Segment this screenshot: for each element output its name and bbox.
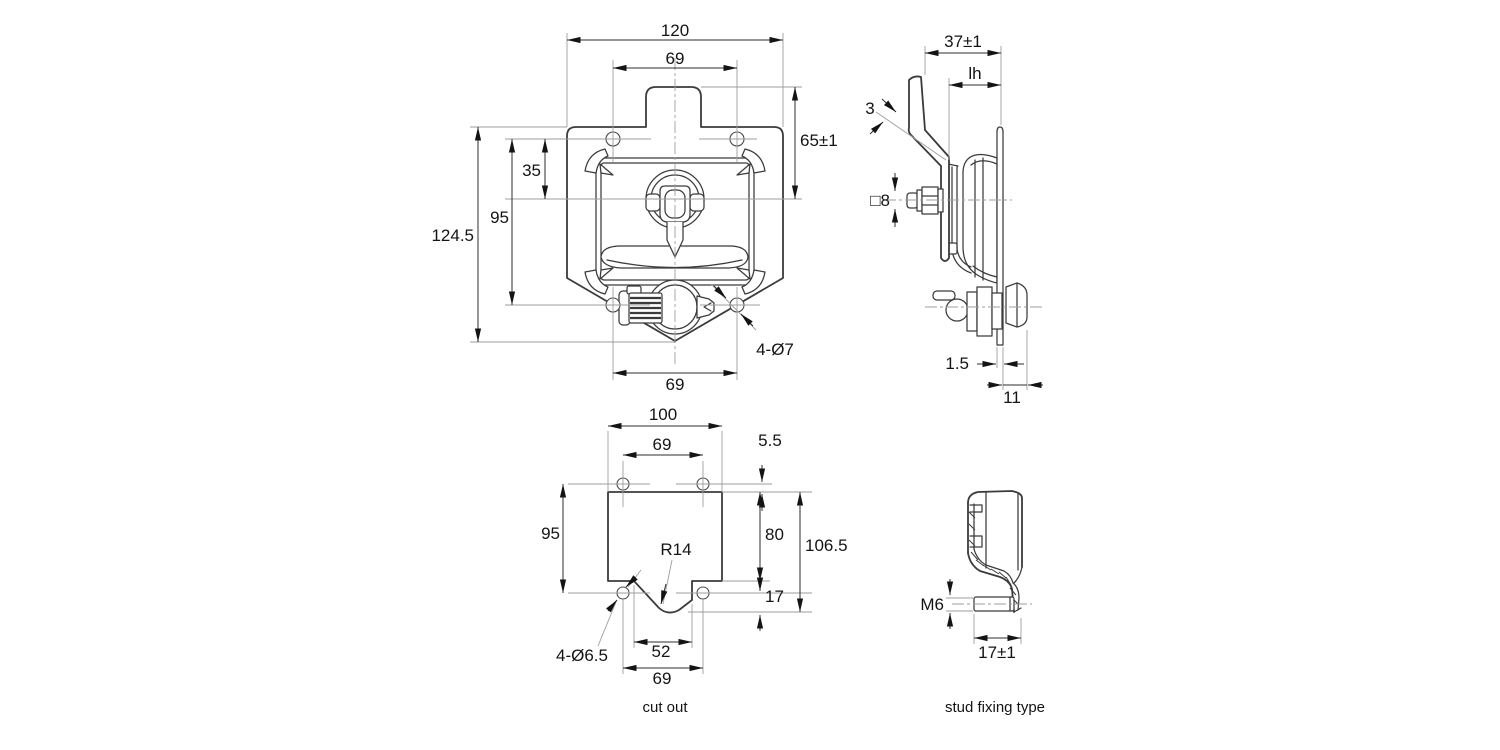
dim-cutout-edge-offset: 5.5 xyxy=(758,431,782,450)
dim-front-hole-rows: 95 xyxy=(490,208,509,227)
handle-pivot-wing-left xyxy=(645,193,661,212)
cam-assembly xyxy=(932,282,1028,337)
handle-pivot-wing-right xyxy=(689,193,705,212)
front-view: 120 69 65±1 35 95 124.5 69 4-Ø7 xyxy=(431,21,837,394)
dim-side-plate-thickness: 1.5 xyxy=(945,354,969,373)
dim-side-paddle-thickness: 3 xyxy=(865,99,874,118)
stud-caption: stud fixing type xyxy=(945,699,1045,716)
stud-bracket-outline xyxy=(967,490,1023,568)
dim-front-hole-span-top: 69 xyxy=(666,49,685,68)
dim-cutout-width: 100 xyxy=(649,405,677,424)
lock-bracket xyxy=(618,290,631,326)
cutout-view: 100 69 5.5 95 80 106.5 17 52 69 R14 4-Ø6… xyxy=(541,405,847,716)
dim-cutout-mount-holes: 4-Ø6.5 xyxy=(556,646,608,665)
dim-cutout-hole-rows: 95 xyxy=(541,524,560,543)
dim-cutout-notch-width: 52 xyxy=(652,642,671,661)
dim-front-overall-width: 120 xyxy=(661,21,689,40)
dim-cutout-hole-span-bottom: 69 xyxy=(653,669,672,688)
dim-front-mount-holes: 4-Ø7 xyxy=(756,340,794,359)
mounting-flange xyxy=(996,126,1004,346)
dim-stud-length: 17±1 xyxy=(978,643,1016,662)
handle-barrel xyxy=(659,185,691,223)
spindle-assembly xyxy=(906,186,944,215)
hasp-keeper xyxy=(696,295,715,319)
dim-front-handle-offset: 65±1 xyxy=(800,131,838,150)
dim-cutout-notch-radius: R14 xyxy=(660,540,691,559)
cutout-caption: cut out xyxy=(642,699,688,716)
latch-knob xyxy=(645,86,702,127)
side-view: 37±1 lh 3 □8 1.5 11 xyxy=(865,32,1043,407)
dim-front-hole-to-center: 35 xyxy=(522,161,541,180)
dim-front-overall-height: 124.5 xyxy=(431,226,474,245)
dim-cutout-hole-span-top: 69 xyxy=(653,435,672,454)
dim-side-cam-offset: 11 xyxy=(1003,388,1021,407)
dim-cutout-notch-depth: 17 xyxy=(765,587,784,606)
dim-side-spindle-square: □8 xyxy=(870,191,890,210)
dim-side-depth: 37±1 xyxy=(944,32,982,51)
mount-holes-cutout xyxy=(616,477,710,600)
dim-front-hole-span-bottom: 69 xyxy=(666,375,685,394)
dim-stud-thread: M6 xyxy=(920,595,944,614)
stud-view: M6 17±1 stud fixing type xyxy=(920,490,1045,716)
dim-side-grip-clearance: lh xyxy=(968,64,981,83)
pan-corner-gussets xyxy=(584,148,766,295)
dim-cutout-body-height: 80 xyxy=(765,525,784,544)
paddle-handle-profile xyxy=(907,75,950,262)
dim-cutout-total-height: 106.5 xyxy=(805,536,848,555)
housing-dome xyxy=(962,153,998,284)
